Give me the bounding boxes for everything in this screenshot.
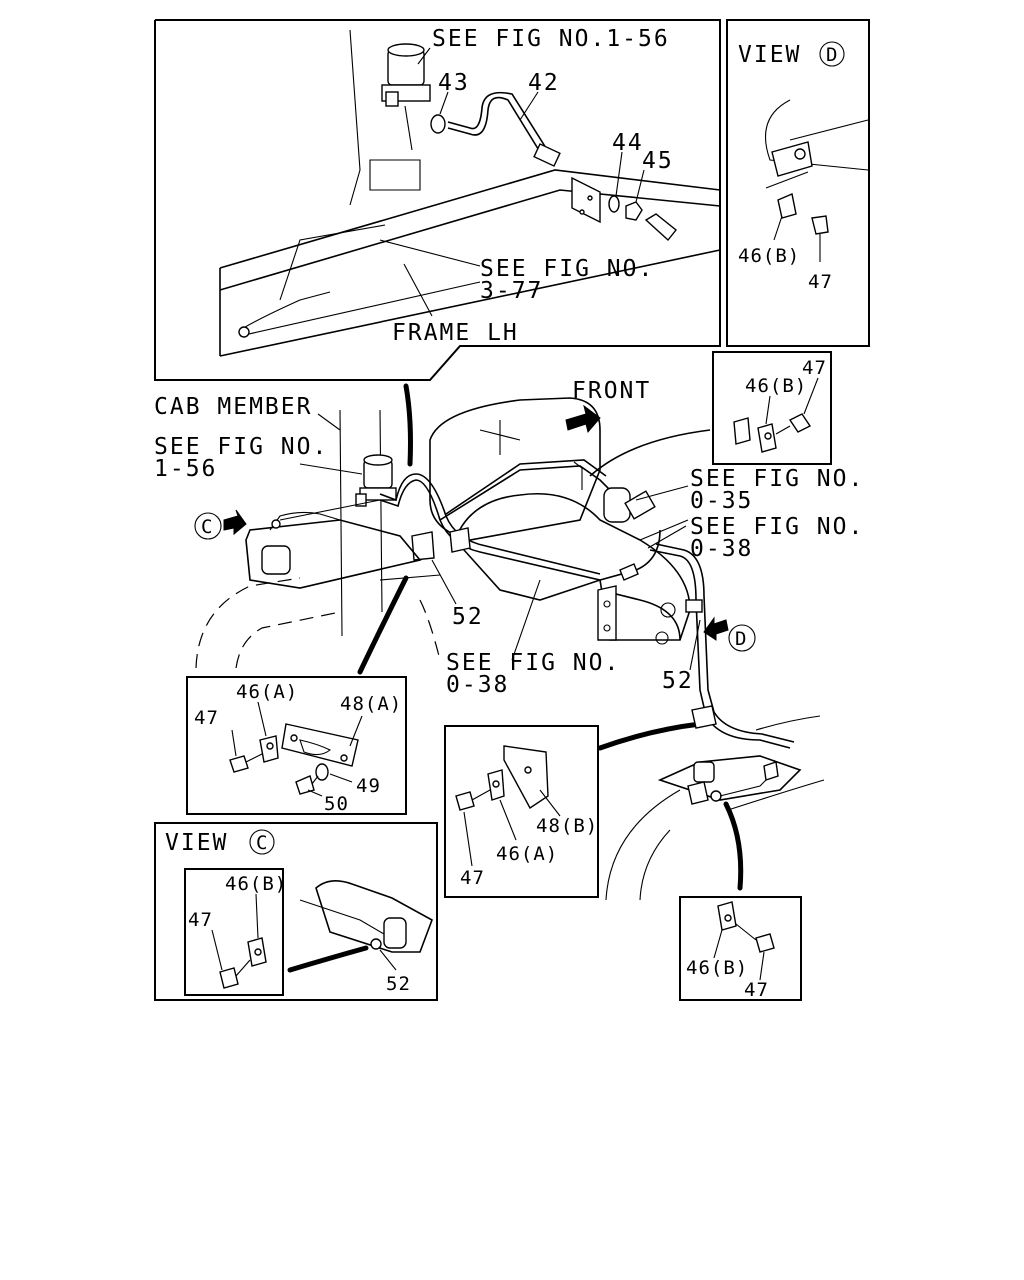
bolt-top (644, 213, 677, 242)
view-d-title: VIEW (738, 42, 801, 68)
nut-45 (625, 201, 643, 221)
part-52-view-c-label: 52 (386, 973, 411, 995)
frame-lh-label: FRAME LH (392, 320, 519, 346)
bolt-47-left (229, 755, 249, 773)
cab-member-label: CAB MEMBER (154, 394, 312, 420)
washer-43 (430, 114, 446, 134)
part-47-bottom-label: 47 (744, 979, 769, 1001)
part-47-inset-top-label: 47 (802, 357, 827, 379)
part-43-label: 43 (438, 70, 470, 96)
sensor-0-35 (603, 485, 689, 523)
part-48b-mid-label: 48(B) (536, 815, 598, 837)
part-46a-left-label: 46(A) (236, 681, 298, 703)
view-d-circle-letter: D (826, 44, 838, 66)
see-fig-3-77-label-b: 3-77 (480, 278, 543, 304)
see-fig-0-35-label-b: 0-35 (690, 488, 753, 514)
part-49-left-label: 49 (356, 775, 381, 797)
view-c-panel: VIEW C 46(B) 47 52 (154, 822, 438, 1001)
part-42-label: 42 (528, 70, 560, 96)
valve-top (381, 43, 431, 151)
part-46a-mid-label: 46(A) (496, 843, 558, 865)
see-fig-3-77-label-a: SEE FIG NO. (480, 256, 654, 282)
bolt-view-d (811, 215, 829, 235)
part-47-view-c-label: 47 (188, 909, 213, 931)
washer-44 (608, 195, 620, 213)
see-fig-1-56-mid-label-b: 1-56 (154, 456, 217, 482)
see-fig-0-35-label-a: SEE FIG NO. (690, 466, 864, 492)
view-c-title: VIEW (165, 830, 228, 856)
pipe-42 (447, 96, 541, 153)
part-45-label: 45 (642, 148, 674, 174)
bolt-50 (295, 775, 315, 795)
part-47-mid-label: 47 (460, 867, 485, 889)
front-arrow-icon (565, 404, 601, 434)
see-fig-0-38-low-label-b: 0-38 (446, 672, 509, 698)
see-fig-0-38-low-label-a: SEE FIG NO. (446, 650, 620, 676)
arrow-d-letter: D (735, 628, 747, 650)
part-52-center-label: 52 (452, 604, 484, 630)
view-c-circle-letter: C (256, 832, 268, 854)
part-46b-view-d-label: 46(B) (738, 245, 800, 267)
part-44-label: 44 (612, 130, 644, 156)
arrow-c-letter: C (201, 516, 213, 538)
front-label: FRONT (572, 378, 651, 404)
view-d-panel: VIEW D 46(B) 47 (726, 19, 870, 347)
see-fig-1-56-mid-label-a: SEE FIG NO. (154, 434, 328, 460)
see-fig-1-56-top-label: SEE FIG NO.1-56 (432, 26, 670, 52)
see-fig-0-38-label-b: 0-38 (690, 536, 753, 562)
top-detail-panel: SEE FIG NO.1-56 43 42 44 45 SEE FIG NO. … (154, 19, 721, 381)
brake-pipe-main (379, 479, 661, 581)
part-50-left-label: 50 (324, 793, 349, 815)
see-fig-0-38-label-a: SEE FIG NO. (690, 514, 864, 540)
part-46b-inset-top-label: 46(B) (745, 375, 807, 397)
part-46b-bottom-label: 46(B) (686, 957, 748, 979)
bolt-47-view-c (219, 967, 239, 989)
inset-clip-top: 46(B) 47 (712, 351, 832, 465)
washer-49 (315, 763, 329, 781)
part-48a-left-label: 48(A) (340, 693, 402, 715)
part-52-right-label: 52 (662, 668, 694, 694)
bolt-47-mid (455, 791, 475, 811)
inset-bracket-mid: 48(B) 46(A) 47 (444, 725, 599, 898)
part-46b-view-c-label: 46(B) (225, 873, 287, 895)
bolt-47-bottom (755, 933, 775, 953)
part-47-view-d-label: 47 (808, 271, 833, 293)
inset-bracket-left: 46(A) 48(A) 47 49 50 (186, 676, 407, 815)
part-47-left-label: 47 (194, 707, 219, 729)
main-assembly: C D CAB MEMBER SEE FIG (154, 378, 864, 901)
inset-clip-bottom: 46(B) 47 (679, 896, 802, 1001)
